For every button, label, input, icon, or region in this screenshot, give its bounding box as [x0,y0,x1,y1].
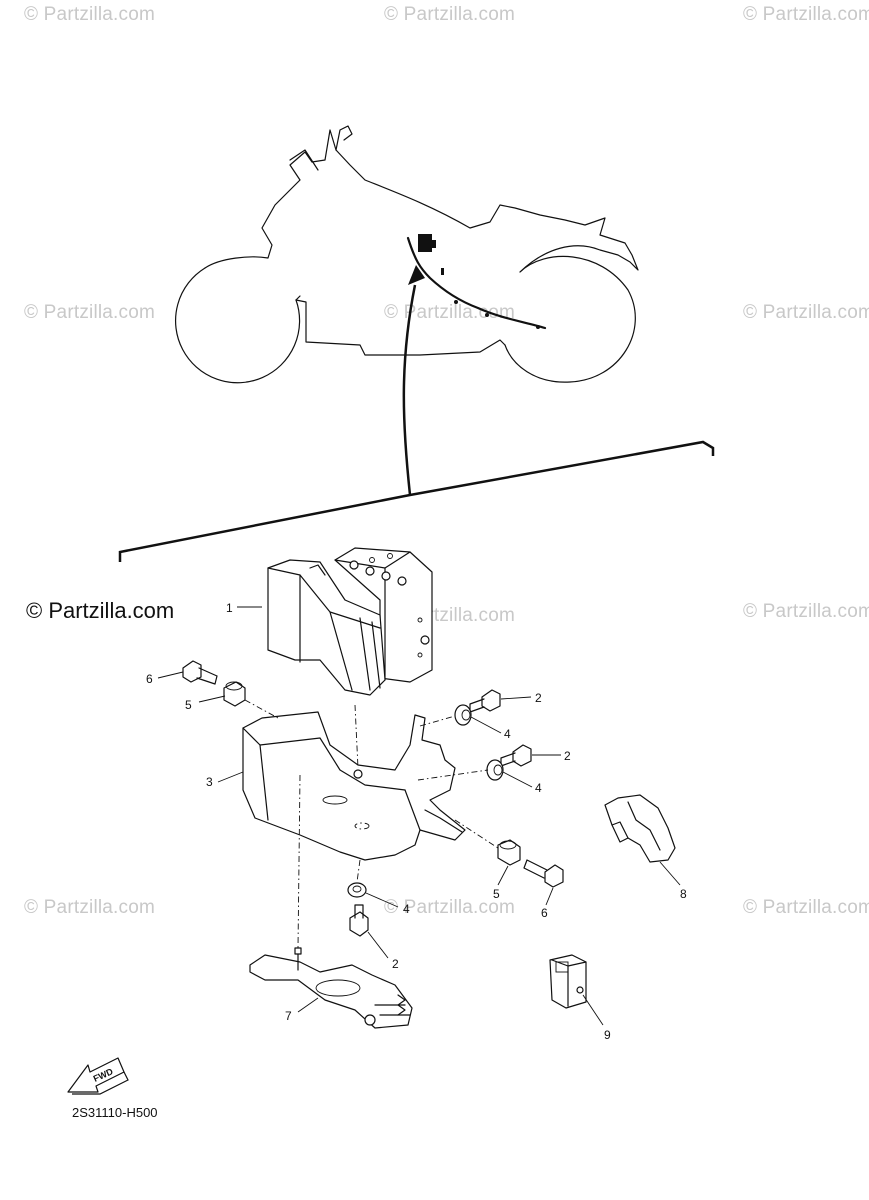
callout-leaders [157,606,681,1026]
watermark: © Partzilla.com [24,302,156,323]
lower-bracket [249,947,413,1029]
watermark: © Partzilla.com [24,4,156,25]
callout-4: 4 [403,902,410,916]
fwd-arrow-icon: FWD [67,1057,129,1095]
abs-location-marker-small [441,268,444,275]
diagram-code: 2S31110-H500 [72,1105,158,1120]
body-outline [204,129,639,273]
coupler-9 [549,954,587,1009]
handlebar [289,149,319,171]
callout-8: 8 [680,887,687,901]
line-clip [485,313,489,317]
callout-5: 5 [493,887,500,901]
watermark: © Partzilla.com [743,897,869,918]
watermark: © Partzilla.com [384,4,516,25]
front-wheel [175,267,301,384]
collar-4c [347,882,367,898]
callout-6: 6 [146,672,153,686]
location-arrow [402,284,417,496]
assembly-lines [244,699,499,949]
callout-3: 3 [206,775,213,789]
callout-1: 1 [226,601,233,615]
bolt-6b [523,859,564,888]
line-clip [536,325,540,329]
bolt-2b [500,744,532,767]
location-arrow-head [408,265,425,285]
abs-location-marker-tab [430,240,436,248]
callout-2: 2 [392,957,399,971]
motorcycle-outline [175,125,639,384]
abs-location-marker [418,234,432,252]
rear-wheel [504,255,636,383]
watermark: © Partzilla.com [743,4,869,25]
lower-frame [295,299,506,356]
bolt-2a [469,689,501,713]
watermark: © Partzilla.com [384,897,516,918]
watermark: © Partzilla.com [743,302,869,323]
callout-4: 4 [504,727,511,741]
clip-8 [604,794,676,863]
collar-4b [486,759,504,781]
mirror [335,125,353,151]
callout-7: 7 [285,1009,292,1023]
bolt-6a [182,660,218,685]
abs-bracket [242,711,466,861]
line-clip [454,300,458,304]
bolt-2c [349,904,369,937]
collar-4a [454,704,472,726]
callout-4: 4 [535,781,542,795]
watermark: © Partzilla.com [384,302,516,323]
brake-line [406,236,547,330]
callout-9: 9 [604,1028,611,1042]
callout-6: 6 [541,906,548,920]
callout-2: 2 [535,691,542,705]
watermark: © Partzilla.com [743,601,869,622]
grommet-5b [497,839,521,866]
watermark: © Partzilla.com [24,897,156,918]
callout-2: 2 [564,749,571,763]
grommet-5a [223,681,246,707]
frame-detail [295,295,301,301]
exploded-view-bracket [118,440,715,562]
callout-5: 5 [185,698,192,712]
partzilla-watermark: © Partzilla.com [26,598,175,623]
abs-hydraulic-unit [267,547,433,696]
